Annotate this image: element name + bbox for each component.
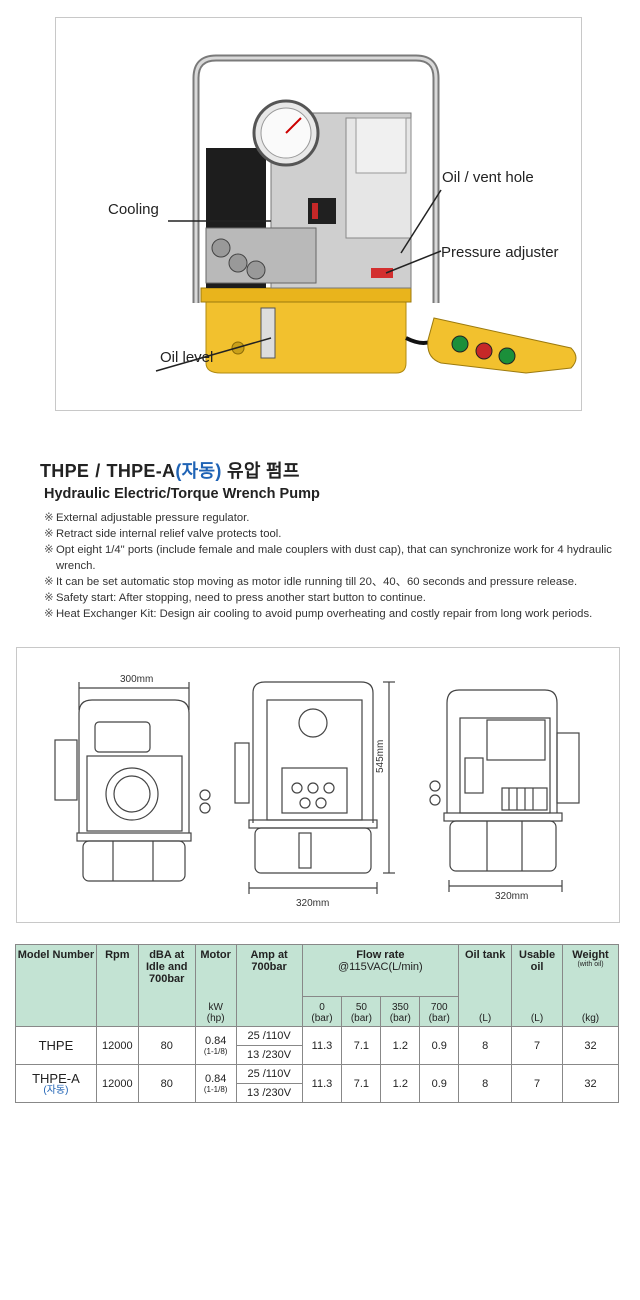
cell-model: THPE-A(자동) — [15, 1064, 97, 1103]
header-rpm: Rpm — [95, 944, 139, 1027]
cell-flow-700: 0.9 — [419, 1064, 460, 1103]
feature-item: Safety start: After stopping, need to pr… — [44, 590, 634, 606]
unit-flow-350: 350(bar) — [380, 996, 421, 1027]
cell-oil-tank: 8 — [458, 1026, 513, 1065]
product-photo-panel: Cooling Oil / vent hole Pressure adjuste… — [55, 17, 582, 411]
cell-dba: 80 — [137, 1064, 196, 1103]
dimension-drawings — [54, 681, 580, 894]
model-b-name: THPE-A — [106, 461, 176, 481]
feature-list: External adjustable pressure regulator. … — [44, 510, 634, 622]
unit-flow-700: 700(bar) — [419, 996, 460, 1027]
cell-model: THPE — [15, 1026, 97, 1065]
spec-table: Model Number Rpm dBA at Idle and 700bar … — [15, 944, 619, 1103]
back-width-label: 320mm — [495, 891, 529, 902]
header-oil-tank: Oil tank — [458, 944, 513, 997]
cell-usable-oil: 7 — [511, 1026, 564, 1065]
cell-flow-0: 11.3 — [301, 1064, 343, 1103]
cell-dba: 80 — [137, 1026, 196, 1065]
feature-item: Retract side internal relief valve prote… — [44, 526, 634, 542]
feature-item: Opt eight 1/4" ports (include female and… — [44, 542, 634, 574]
unit-flow-0: 0(bar) — [301, 996, 343, 1027]
header-weight-sub: (with oil) — [577, 961, 604, 968]
cell-flow-50: 7.1 — [341, 1064, 382, 1103]
header-motor: Motor — [194, 944, 237, 997]
cell-flow-0: 11.3 — [301, 1026, 343, 1065]
header-weight: Weight (with oil) — [562, 944, 619, 997]
cell-flow-50: 7.1 — [341, 1026, 382, 1065]
cell-weight: 32 — [562, 1026, 619, 1065]
header-usable-oil: Usable oil — [511, 944, 564, 997]
feature-item: It can be set automatic stop moving as m… — [44, 574, 634, 590]
callout-oil-level: Oil level — [160, 349, 214, 366]
cell-amp-230: 13 /230V — [235, 1083, 303, 1103]
header-flow-sub: @115VAC(L/min) — [337, 961, 423, 973]
callout-cooling: Cooling — [108, 201, 159, 218]
header-amp: Amp at 700bar — [235, 944, 303, 1027]
title-slash: / — [95, 461, 101, 481]
cell-usable-oil: 7 — [511, 1064, 564, 1103]
feature-item: External adjustable pressure regulator. — [44, 510, 634, 526]
table-row: THPE 12000 80 0.84(1-1/8) 25 /110V 11.3 … — [15, 1026, 619, 1065]
unit-oil-tank: (L) — [458, 996, 513, 1027]
header-model: Model Number — [15, 944, 97, 1027]
callout-oil-vent-hole: Oil / vent hole — [442, 169, 534, 186]
cell-weight: 32 — [562, 1064, 619, 1103]
table-row: 13 /230V — [16, 1083, 619, 1103]
cell-motor: 0.84(1-1/8) — [194, 1026, 237, 1065]
dimension-drawing-panel: 300mm 545mm 320mm 320mm — [16, 647, 620, 923]
product-subtitle: Hydraulic Electric/Torque Wrench Pump — [44, 486, 320, 502]
cell-amp-110: 25 /110V — [235, 1026, 303, 1046]
side-width-label: 320mm — [296, 898, 330, 909]
title-korean-suffix: 유압 펌프 — [226, 461, 300, 481]
cell-flow-350: 1.2 — [380, 1026, 421, 1065]
product-title: THPE/THPE-A(자동) 유압 펌프 — [40, 457, 300, 483]
cell-amp-230: 13 /230V — [235, 1045, 303, 1065]
header-dba: dBA at Idle and 700bar — [137, 944, 196, 1027]
model-b-tag: (자동) — [175, 461, 222, 481]
cell-amp-110: 25 /110V — [235, 1064, 303, 1084]
pump-illustration — [155, 54, 577, 374]
header-flow-rate: Flow rate @115VAC(L/min) — [301, 944, 460, 997]
cell-flow-700: 0.9 — [419, 1026, 460, 1065]
cell-rpm: 12000 — [95, 1026, 139, 1065]
unit-motor: kW(hp) — [194, 996, 237, 1027]
model-a-name: THPE — [40, 461, 90, 481]
cell-oil-tank: 8 — [458, 1064, 513, 1103]
table-row: THPE-A(자동) 12000 80 0.84(1-1/8) 25 /110V… — [15, 1064, 619, 1103]
feature-item: Heat Exchanger Kit: Design air cooling t… — [44, 606, 634, 622]
cell-rpm: 12000 — [95, 1064, 139, 1103]
callout-pressure-adjuster: Pressure adjuster — [441, 244, 559, 261]
cell-flow-350: 1.2 — [380, 1064, 421, 1103]
unit-weight: (kg) — [562, 996, 619, 1027]
side-height-label: 545mm — [375, 739, 386, 773]
unit-flow-50: 50(bar) — [341, 996, 382, 1027]
unit-usable-oil: (L) — [511, 996, 564, 1027]
front-width-label: 300mm — [120, 674, 154, 685]
cell-motor: 0.84(1-1/8) — [194, 1064, 237, 1103]
